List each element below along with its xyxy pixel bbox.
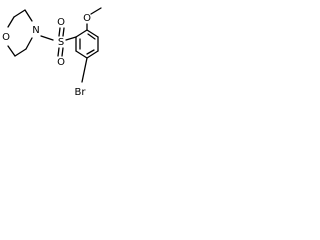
bond-s-ring: [65, 36, 77, 41]
ring-bond-2: [86, 29, 99, 38]
bond-o-ch3: [90, 7, 102, 15]
ring-bond-5: [75, 50, 88, 59]
atom-bromine: Br: [75, 87, 87, 98]
ring-bond-4: [86, 50, 99, 59]
bond-c2-n: [24, 9, 33, 22]
atom-sulfur: S: [58, 37, 64, 48]
bond-s-o-top-a: [58, 27, 61, 37]
atom-oxygen-morpholine: O: [2, 32, 10, 43]
bond-n-c3: [25, 37, 33, 50]
ring-double-bond-2: [86, 49, 95, 55]
bond-c4-o: [7, 45, 16, 57]
bond-n-s: [40, 35, 54, 41]
methoxy-group: [86, 7, 102, 31]
benzene-ring: [75, 29, 99, 59]
ring-double-bond-1: [87, 33, 96, 40]
bond-o-c1: [7, 16, 15, 28]
chemical-structure: O N S O O O Br: [2, 7, 102, 98]
sulfonyl-group: [57, 27, 65, 57]
bond-s-o-bottom-a: [57, 47, 60, 57]
bond-s-o-top-b: [62, 27, 65, 37]
atom-oxygen-methoxy: O: [83, 13, 91, 24]
bond-c1-c2: [13, 9, 26, 18]
bond-ring-br: [81, 57, 88, 83]
atom-oxygen-sulfonyl-top: O: [57, 17, 65, 28]
bond-c3-c4: [14, 48, 27, 57]
bond-s-o-bottom-b: [61, 47, 64, 57]
ring-bond-1: [75, 29, 88, 38]
atom-oxygen-sulfonyl-bottom: O: [57, 57, 65, 68]
atom-nitrogen-morpholine: N: [32, 25, 39, 36]
morpholine-ring: [7, 9, 33, 57]
